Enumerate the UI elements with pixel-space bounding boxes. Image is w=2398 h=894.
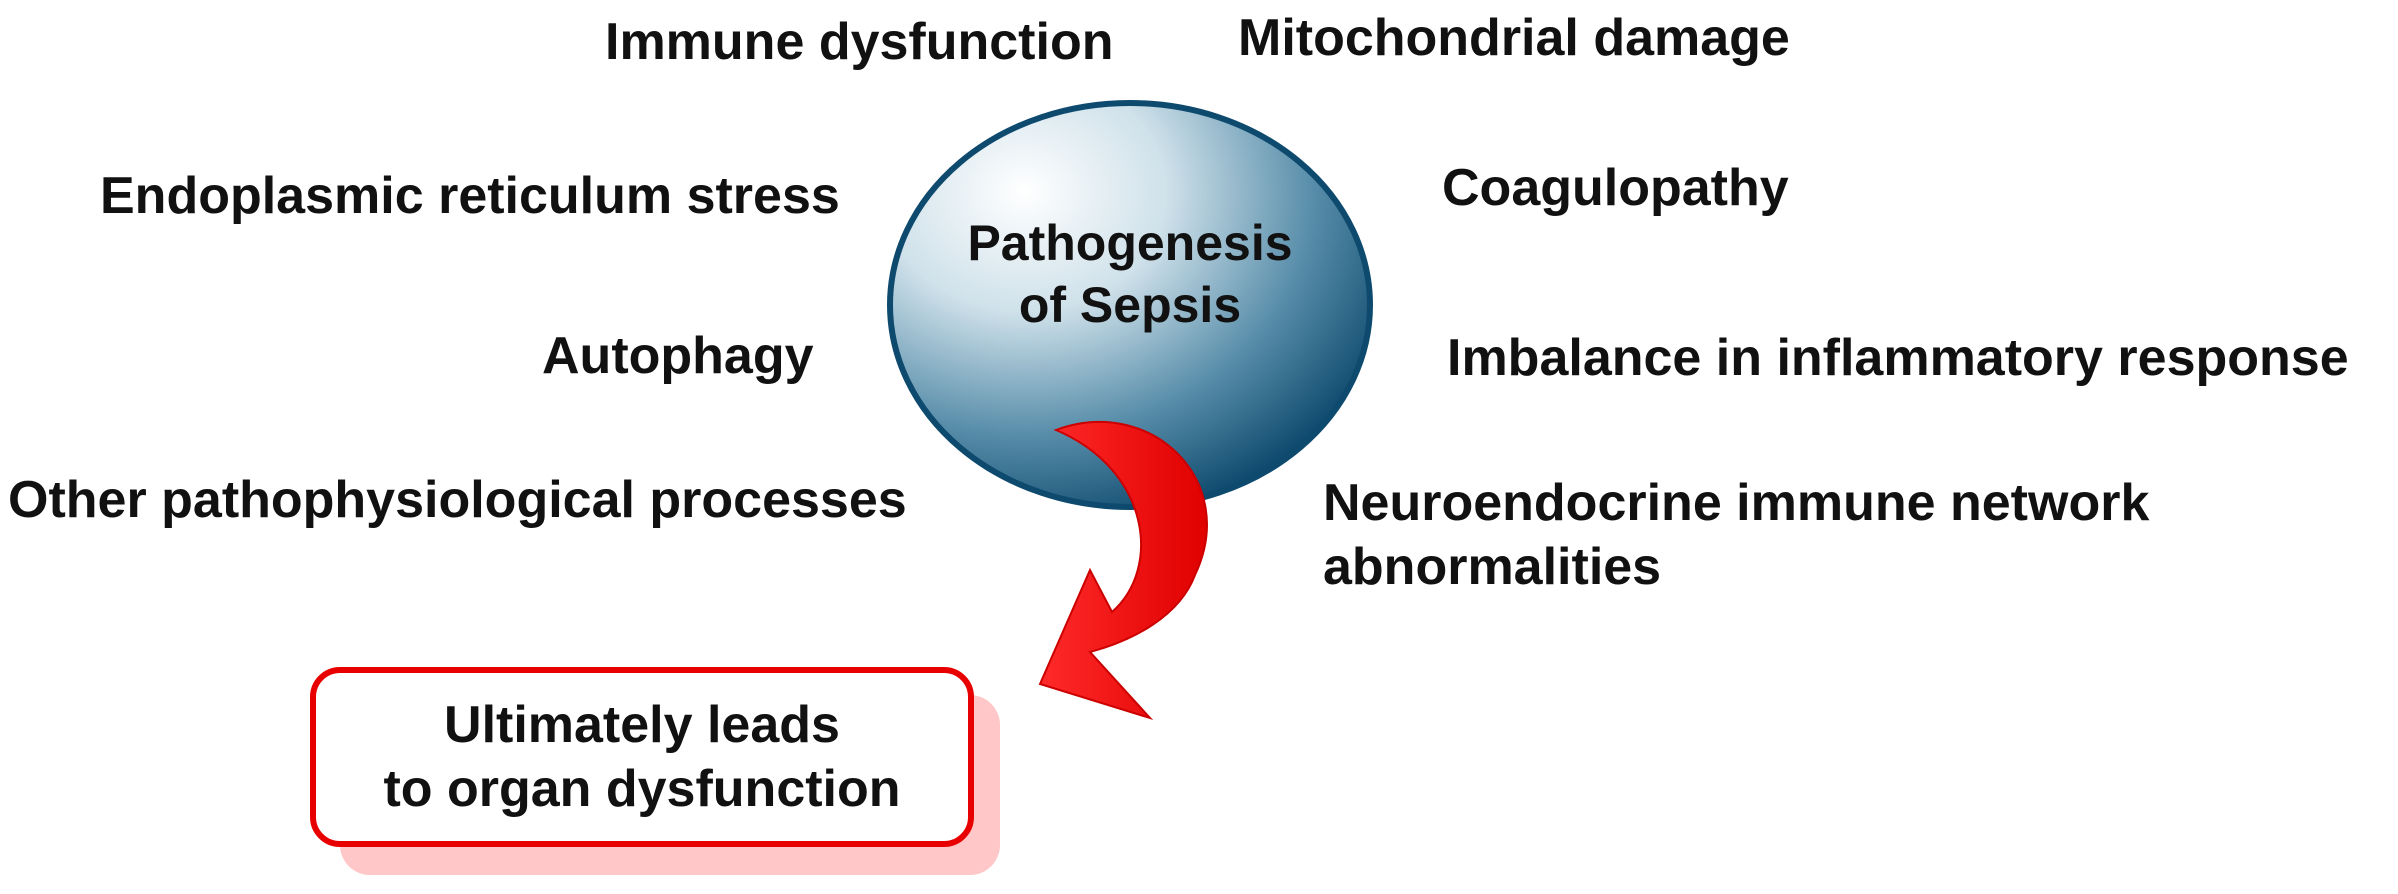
factor-other-processes: Other pathophysiological processes [8,471,907,529]
factor-inflammatory-imbalance: Imbalance in inflammatory response [1447,329,2349,387]
center-title: Pathogenesis of Sepsis [930,212,1330,336]
factor-neuroendocrine-line1: Neuroendocrine immune network [1323,474,2150,532]
curved-arrow-icon [1038,420,1208,721]
factor-coagulopathy: Coagulopathy [1442,159,1789,217]
center-title-line1: Pathogenesis [967,215,1293,271]
factor-mitochondrial-damage: Mitochondrial damage [1238,9,1790,67]
factor-neuroendocrine-line2: abnormalities [1323,538,1662,596]
outcome-line2: to organ dysfunction [383,760,901,818]
factor-immune-dysfunction: Immune dysfunction [605,13,1114,71]
pathogenesis-ellipse [887,100,1373,510]
outcome-box: Ultimately leads to organ dysfunction [310,667,974,847]
factor-autophagy: Autophagy [542,327,814,385]
factor-neuroendocrine: Neuroendocrine immune network abnormalit… [1323,471,2149,599]
outcome-line1: Ultimately leads [444,696,840,754]
factor-er-stress: Endoplasmic reticulum stress [100,167,840,225]
center-title-line2: of Sepsis [1018,277,1242,333]
